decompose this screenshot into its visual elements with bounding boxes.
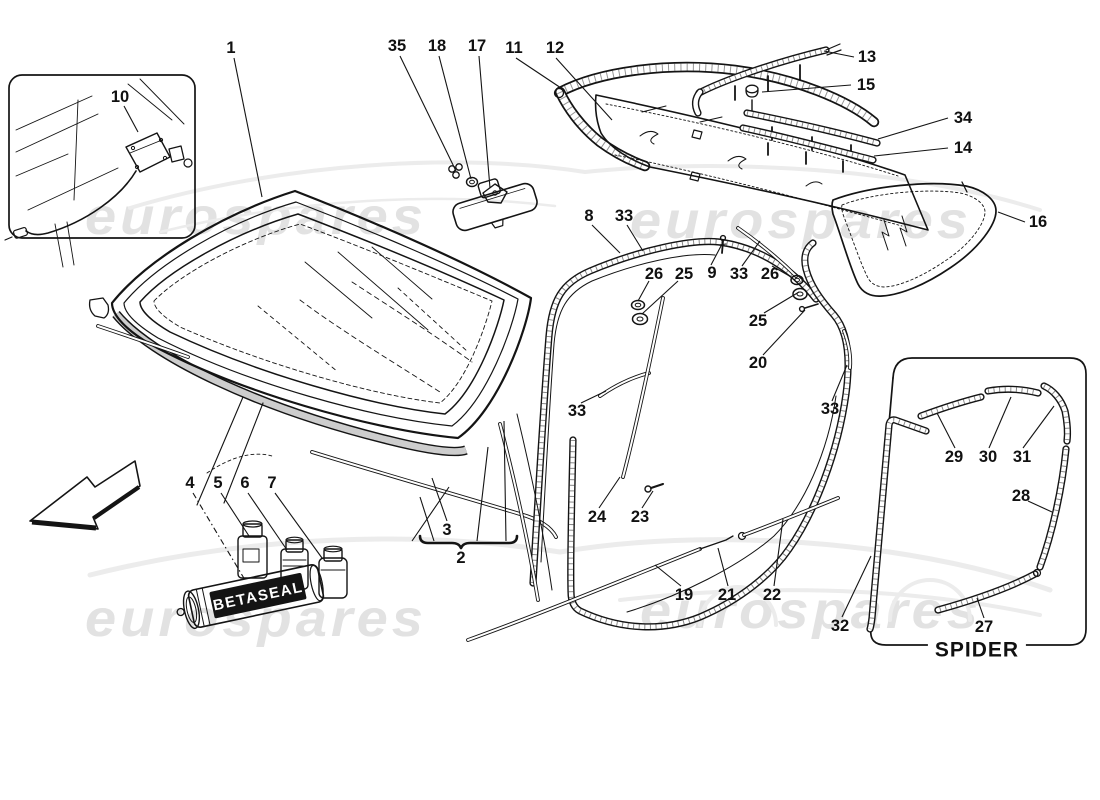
callout-29[interactable]: 29 <box>944 447 964 466</box>
callout-13[interactable]: 13 <box>857 47 877 66</box>
callout-18[interactable]: 18 <box>427 36 447 55</box>
watermark-text: eurospares <box>85 186 427 245</box>
callout-25-b[interactable]: 25 <box>748 311 768 330</box>
callout-10[interactable]: 10 <box>110 87 130 106</box>
spider-panel <box>870 357 1087 646</box>
callout-3[interactable]: 3 <box>442 520 452 539</box>
callout-33-d[interactable]: 33 <box>820 399 840 418</box>
corner-finisher <box>88 297 110 319</box>
callout-33-b[interactable]: 33 <box>729 264 749 283</box>
callout-11[interactable]: 11 <box>505 38 523 57</box>
callout-33-c[interactable]: 33 <box>567 401 587 420</box>
quarter-glass <box>831 181 997 297</box>
callout-2[interactable]: 2 <box>456 548 466 567</box>
callout-31[interactable]: 31 <box>1012 447 1032 466</box>
callout-12[interactable]: 12 <box>545 38 565 57</box>
callout-4[interactable]: 4 <box>185 473 195 492</box>
leader-lines <box>123 50 1055 619</box>
callout-21[interactable]: 21 <box>717 585 737 604</box>
callout-14[interactable]: 14 <box>953 138 973 157</box>
rear-window-gasket <box>553 67 875 166</box>
spider-door-seal <box>870 386 1067 629</box>
group-bracket-2 <box>411 420 519 550</box>
callout-35[interactable]: 35 <box>387 36 407 55</box>
direction-arrow-icon <box>29 460 141 531</box>
callout-26-b[interactable]: 26 <box>760 264 780 283</box>
bottle-5 <box>237 520 268 579</box>
callout-7[interactable]: 7 <box>267 473 277 492</box>
callout-1[interactable]: 1 <box>226 38 236 57</box>
mirror-grommet-18 <box>465 176 479 188</box>
cap-15 <box>745 84 759 113</box>
callout-8[interactable]: 8 <box>584 206 594 225</box>
callout-17[interactable]: 17 <box>467 36 487 55</box>
callout-26-a[interactable]: 26 <box>644 264 664 283</box>
callout-16[interactable]: 16 <box>1028 212 1048 231</box>
windshield-glass <box>88 189 558 539</box>
latch-device <box>125 132 193 173</box>
spider-panel-title: SPIDER <box>927 639 1027 661</box>
roof-trim-strips <box>696 43 877 173</box>
callout-23[interactable]: 23 <box>630 507 650 526</box>
callout-33-a[interactable]: 33 <box>614 206 634 225</box>
mirror-clip-35 <box>448 163 463 179</box>
callout-15[interactable]: 15 <box>856 75 876 94</box>
callout-24[interactable]: 24 <box>587 507 607 526</box>
callout-27[interactable]: 27 <box>974 617 994 636</box>
cable <box>25 170 137 236</box>
betaseal-tube: BETASEAL <box>176 564 325 630</box>
door-run-channel-front <box>498 242 816 602</box>
callout-9[interactable]: 9 <box>707 263 717 282</box>
callout-6[interactable]: 6 <box>240 473 250 492</box>
watermark-text: eurospares <box>630 190 972 249</box>
callout-34[interactable]: 34 <box>953 108 973 127</box>
lower-mouldings <box>466 496 840 642</box>
callout-20[interactable]: 20 <box>748 353 768 372</box>
inset-panel-antenna-detail <box>4 74 196 268</box>
door-run-channel-rear <box>571 243 848 627</box>
glass-run-strip-24 <box>621 296 665 493</box>
callout-32[interactable]: 32 <box>830 616 850 635</box>
fasteners <box>630 234 819 326</box>
callout-22[interactable]: 22 <box>762 585 782 604</box>
rear-view-mirror <box>448 163 538 232</box>
callout-25-a[interactable]: 25 <box>674 264 694 283</box>
callout-30[interactable]: 30 <box>978 447 998 466</box>
callout-28[interactable]: 28 <box>1011 486 1031 505</box>
callout-5[interactable]: 5 <box>213 473 223 492</box>
callout-19[interactable]: 19 <box>674 585 694 604</box>
sealant-products: BETASEAL <box>176 520 348 630</box>
